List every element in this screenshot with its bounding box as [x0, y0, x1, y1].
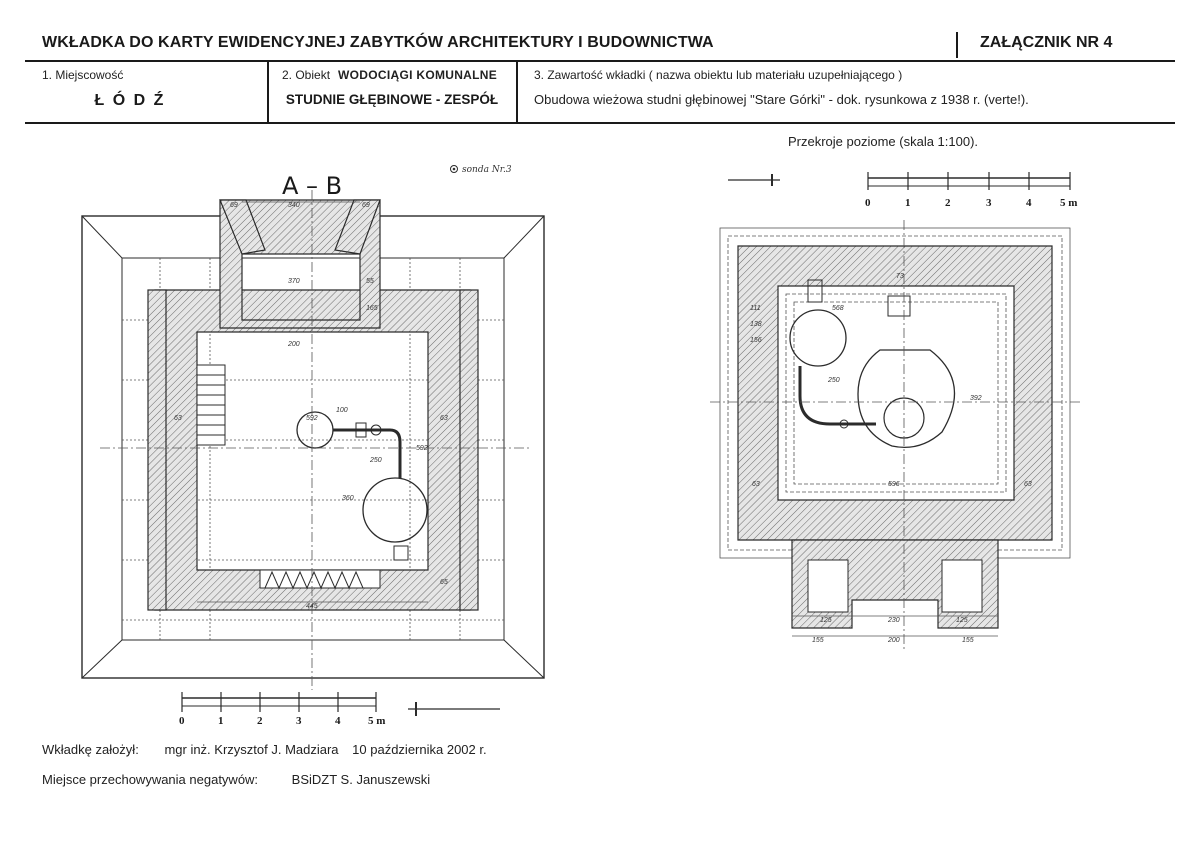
svg-text:250: 250 [369, 457, 382, 464]
svg-text:69: 69 [362, 202, 370, 209]
well-small-right [789, 309, 847, 367]
svg-text:445: 445 [306, 603, 318, 610]
svg-text:63: 63 [440, 415, 448, 422]
svg-text:55: 55 [366, 278, 374, 285]
svg-text:5 m: 5 m [1060, 197, 1077, 209]
svg-text:111: 111 [750, 305, 761, 312]
svg-text:63: 63 [1024, 481, 1032, 488]
svg-text:63: 63 [174, 415, 182, 422]
svg-text:596: 596 [888, 481, 900, 488]
svg-text:0: 0 [865, 197, 871, 209]
svg-text:392: 392 [970, 395, 982, 402]
staircase [196, 364, 226, 446]
svg-text:370: 370 [288, 278, 300, 285]
svg-text:5 m: 5 m [368, 715, 385, 727]
svg-text:200: 200 [887, 637, 900, 644]
probe-note: sonda Nr.3 [462, 165, 512, 175]
svg-text:2: 2 [257, 715, 263, 727]
svg-text:0: 0 [179, 715, 185, 727]
content-value: Obudowa wieżowa studni głębinowej "Stare… [534, 92, 1029, 107]
storage-value: BSiDZT S. Januszewski [291, 772, 431, 787]
tower-wall [737, 245, 1053, 541]
scale-bar-right: 0 1 2 3 4 5 m [865, 172, 1077, 209]
svg-text:1: 1 [218, 715, 224, 727]
storage-label: Miejsce przechowywania negatywów: [42, 772, 259, 787]
header-separator [956, 32, 958, 58]
svg-text:360: 360 [342, 495, 354, 502]
sections-caption: Przekroje poziome (skala 1:100). [788, 134, 979, 149]
svg-text:65: 65 [440, 579, 448, 586]
section-title: A – B [282, 172, 342, 200]
fields-bottom-rule [25, 122, 1175, 124]
svg-text:73: 73 [896, 273, 904, 280]
svg-text:568: 568 [832, 305, 844, 312]
svg-text:3: 3 [986, 197, 992, 209]
north-arrow-right [728, 174, 780, 186]
svg-text:155: 155 [812, 637, 824, 644]
svg-text:155: 155 [962, 637, 974, 644]
object-name: WODOCIĄGI KOMUNALNE [338, 68, 498, 82]
floor-plan-left: A – B sonda Nr.3 340 69 69 370 55 165 20… [81, 165, 545, 727]
svg-text:125: 125 [820, 617, 832, 624]
svg-text:4: 4 [335, 715, 341, 727]
object-value: STUDNIE GŁĘBINOWE - ZESPÓŁ [285, 92, 499, 107]
svg-text:200: 200 [287, 341, 300, 348]
document-date: 10 października 2002 r. [352, 742, 487, 757]
field-separator-1 [267, 61, 269, 123]
object-field: 2. Obiekt WODOCIĄGI KOMUNALNE [282, 68, 497, 82]
dimension-labels-right: 73 111 138 156 568 250 596 392 63 63 125… [750, 273, 1032, 644]
author-line: Wkładkę założył: mgr inż. Krzysztof J. M… [42, 742, 487, 757]
floor-plan-right: 73 111 138 156 568 250 596 392 63 63 125… [710, 172, 1080, 650]
dimension-labels: 340 69 69 370 55 165 200 592 100 592 250… [174, 202, 448, 610]
header-rule [25, 60, 1175, 62]
svg-text:138: 138 [750, 321, 762, 328]
svg-text:340: 340 [288, 202, 300, 209]
annex-number: ZAŁĄCZNIK NR 4 [980, 34, 1113, 51]
storage-line: Miejsce przechowywania negatywów: BSiDZT… [42, 772, 430, 787]
svg-text:63: 63 [752, 481, 760, 488]
object-label: 2. Obiekt [282, 68, 331, 82]
field-separator-2 [516, 61, 518, 123]
bottom-windows [259, 569, 381, 590]
place-label: 1. Miejscowość [42, 68, 124, 82]
well-large-right [857, 349, 956, 449]
svg-text:2: 2 [945, 197, 951, 209]
svg-text:100: 100 [336, 407, 348, 414]
svg-text:125: 125 [956, 617, 968, 624]
svg-text:250: 250 [827, 377, 840, 384]
author-value: mgr inż. Krzysztof J. Madziara [164, 742, 339, 757]
svg-text:1: 1 [905, 197, 911, 209]
svg-text:4: 4 [1026, 197, 1032, 209]
scale-bar-left: 0 1 2 3 4 5 m [179, 692, 385, 727]
svg-text:165: 165 [366, 305, 378, 312]
north-arrow-left [408, 702, 500, 716]
svg-text:592: 592 [416, 445, 428, 452]
svg-text:3: 3 [296, 715, 302, 727]
svg-text:592: 592 [306, 415, 318, 422]
well-large [362, 477, 428, 543]
content-label: 3. Zawartość wkładki ( nazwa obiektu lub… [534, 68, 903, 82]
place-value: Ł Ó D Ź [94, 92, 166, 109]
svg-text:69: 69 [230, 202, 238, 209]
svg-text:156: 156 [750, 337, 762, 344]
svg-text:230: 230 [887, 617, 900, 624]
author-label: Wkładkę założył: [42, 742, 139, 757]
document-title: WKŁADKA DO KARTY EWIDENCYJNEJ ZABYTKÓW A… [42, 34, 714, 51]
